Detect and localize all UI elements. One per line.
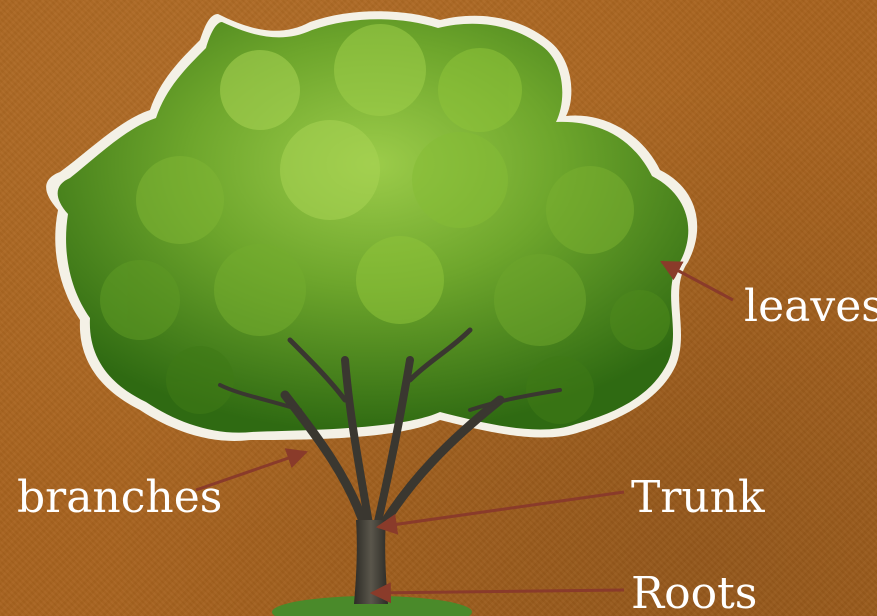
label-leaves: leaves [744,285,877,329]
arrow-icon [378,492,624,527]
label-roots: Roots [631,572,757,616]
label-branches: branches [17,476,222,520]
arrow-icon [372,590,624,593]
label-trunk: Trunk [631,476,765,520]
